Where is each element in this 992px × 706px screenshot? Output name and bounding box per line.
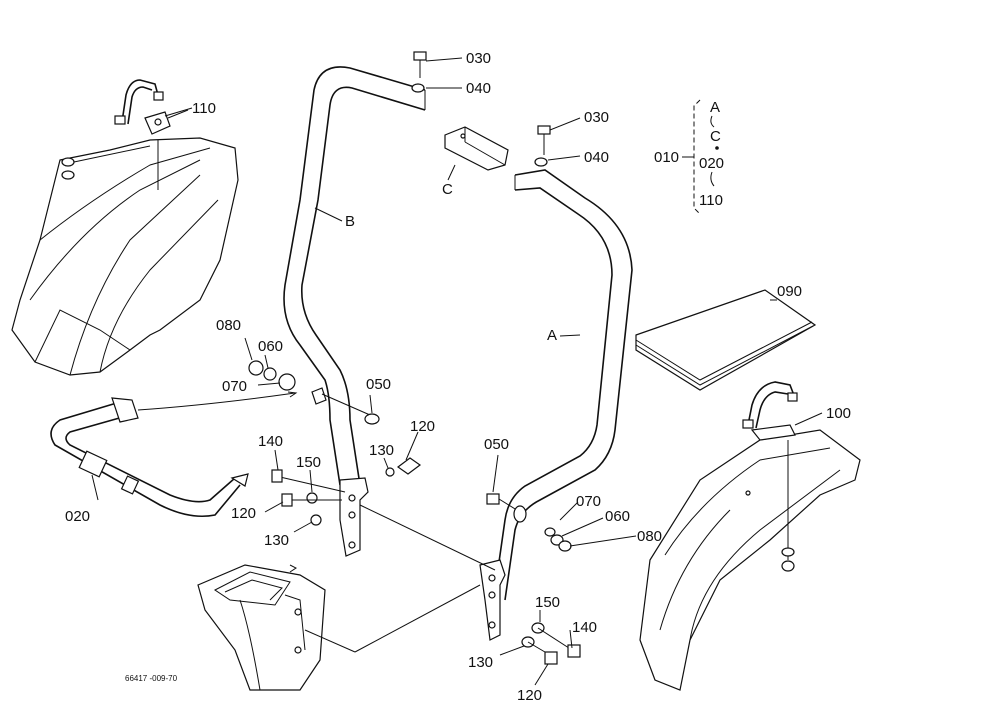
leader-lines	[91, 57, 823, 686]
callout-060-right: 060	[605, 508, 630, 525]
callout-130-left: 130	[264, 532, 289, 549]
callout-100: 100	[826, 405, 851, 422]
callout-120-bottom: 120	[517, 687, 542, 704]
callout-labels: 030 040 030 040 110 B C A 090 100 080 06…	[65, 50, 851, 704]
callout-070-left: 070	[222, 378, 247, 395]
callout-140-right: 140	[572, 619, 597, 636]
callout-b: B	[345, 213, 355, 230]
right-fasteners	[486, 493, 581, 665]
callout-030-b: 030	[584, 109, 609, 126]
left-fender	[11, 137, 239, 376]
drawing-number: 66417 -009-70	[125, 674, 178, 683]
callout-030-a: 030	[466, 50, 491, 67]
callout-130-mid: 130	[369, 442, 394, 459]
callout-040-a: 040	[466, 80, 491, 97]
top-bolts	[411, 51, 551, 167]
seat-base	[197, 504, 496, 691]
legend-c: C	[710, 128, 721, 145]
callout-080-right: 080	[637, 528, 662, 545]
callout-130-right: 130	[468, 654, 493, 671]
callout-040-b: 040	[584, 149, 609, 166]
operator-manual-090	[635, 289, 817, 391]
hose-clamp-100-right	[742, 381, 798, 441]
callout-140-left: 140	[258, 433, 283, 450]
legend-010: 010	[654, 149, 679, 166]
callout-070-right: 070	[576, 493, 601, 510]
seat-belt-020	[50, 391, 298, 518]
callout-120-left: 120	[231, 505, 256, 522]
callout-c: C	[442, 181, 453, 198]
callout-080-left: 080	[216, 317, 241, 334]
callout-150-right: 150	[535, 594, 560, 611]
roll-bar-frame-a	[479, 169, 633, 641]
legend-a: A	[710, 99, 720, 116]
callout-120-right-mid: 120	[410, 418, 435, 435]
connector-c	[444, 126, 509, 171]
callout-110: 110	[192, 100, 216, 117]
assembly-legend-bracket	[682, 99, 719, 215]
left-fasteners	[248, 360, 422, 526]
legend-110: 110	[699, 192, 723, 209]
callout-050-left: 050	[366, 376, 391, 393]
right-fender	[639, 429, 861, 691]
callout-060-left: 060	[258, 338, 283, 355]
callout-090: 090	[777, 283, 802, 300]
callout-020: 020	[65, 508, 90, 525]
callout-a: A	[547, 327, 557, 344]
callout-150-left: 150	[296, 454, 321, 471]
legend-020: 020	[699, 155, 724, 172]
hose-clamp-110-left	[114, 79, 193, 135]
roll-bar-frame-b	[283, 66, 426, 557]
callout-050-right: 050	[484, 436, 509, 453]
